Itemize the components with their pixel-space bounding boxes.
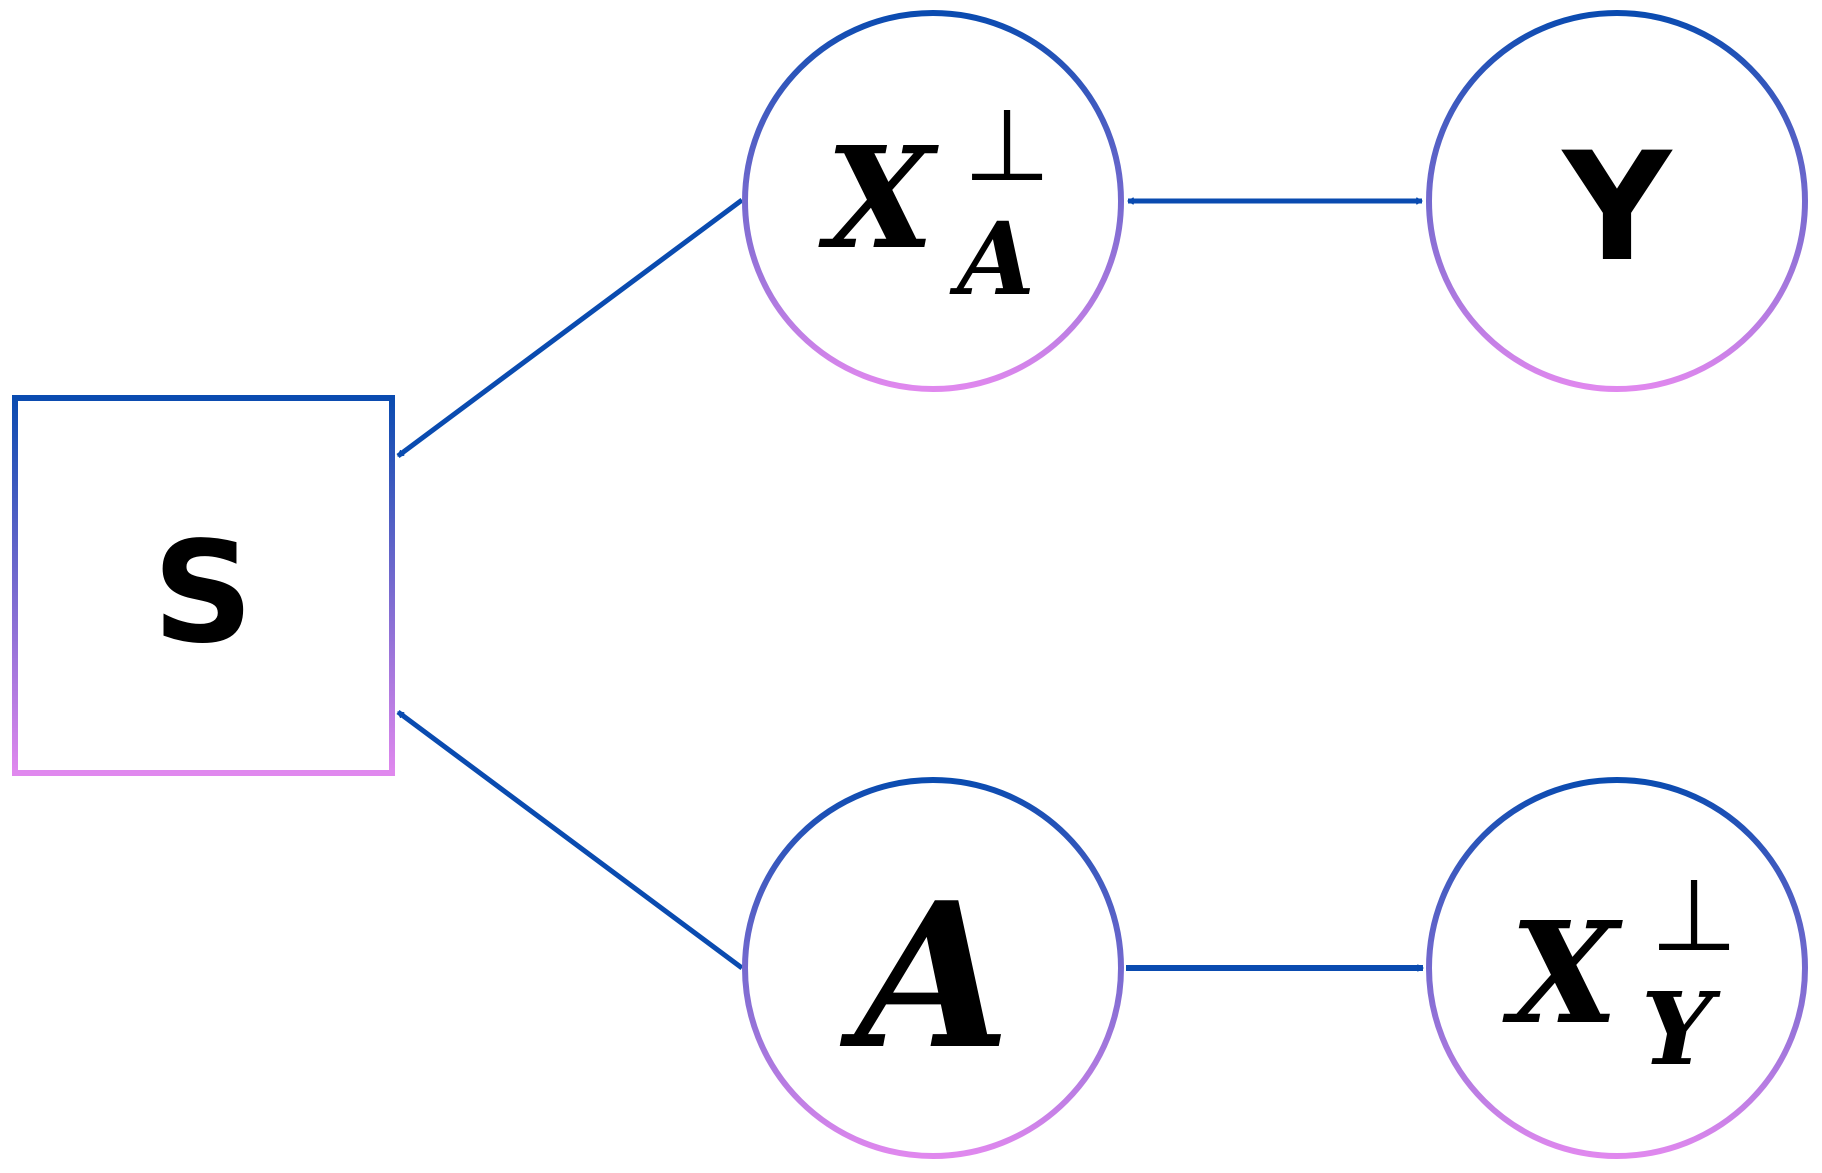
node-x-a-perp-label: X: [818, 117, 940, 281]
node-x-a-perp-circle: [742, 10, 1124, 392]
node-s-box: [12, 395, 395, 776]
node-a-circle: [742, 777, 1124, 1159]
node-x-y-perp-circle: [1426, 777, 1808, 1159]
node-x-a-perp: X ⊥ A: [742, 10, 1124, 392]
node-x-y-perp-subscript: Y: [1641, 970, 1721, 1088]
node-a-label: A: [839, 859, 1010, 1094]
node-y-circle: [1426, 10, 1808, 392]
node-s-label: S: [153, 512, 254, 675]
edge-a-to-s: [396, 709, 744, 971]
edge-xa-to-s: [396, 197, 744, 459]
node-s: S: [12, 395, 395, 776]
node-x-y-perp: X ⊥ Y: [1426, 777, 1808, 1159]
node-y: Y: [1426, 10, 1808, 392]
node-x-y-perp-label: X: [1502, 892, 1624, 1056]
node-y-label: Y: [1561, 121, 1674, 295]
node-x-y-perp-superscript: ⊥: [1650, 857, 1737, 974]
node-a: A: [742, 777, 1124, 1159]
node-x-a-perp-subscript: A: [949, 200, 1035, 318]
node-x-a-perp-superscript: ⊥: [963, 87, 1050, 204]
